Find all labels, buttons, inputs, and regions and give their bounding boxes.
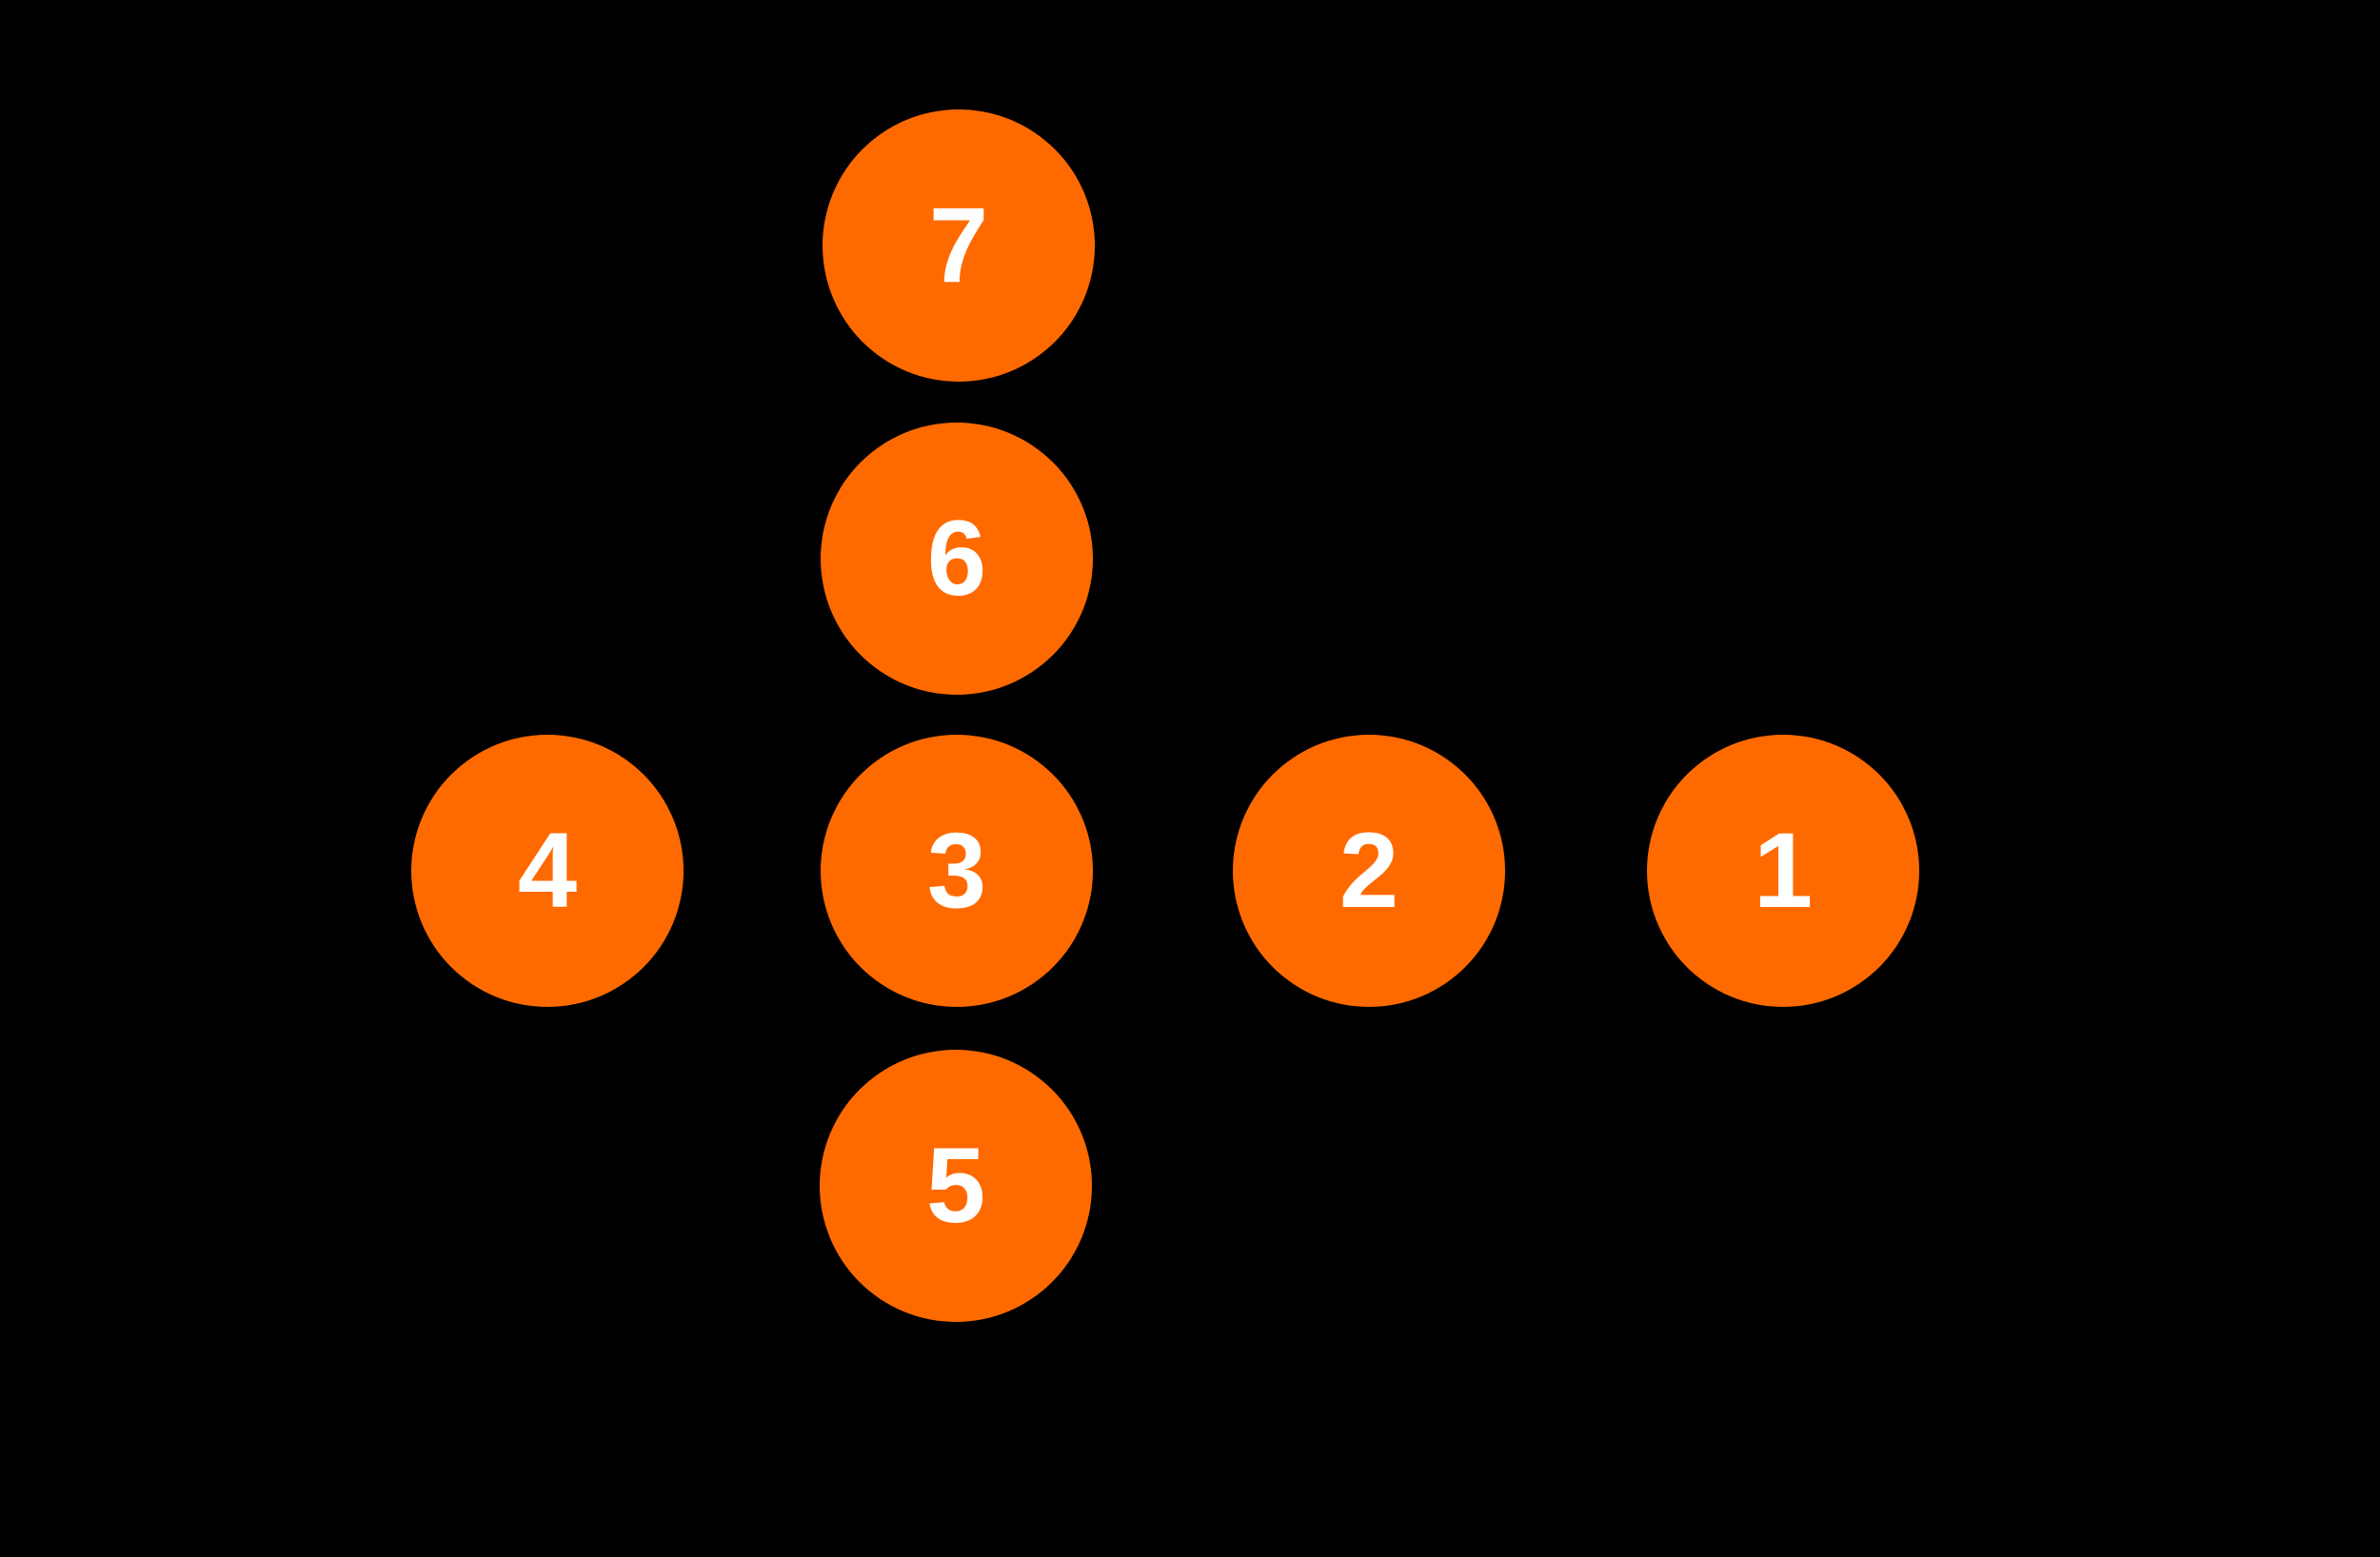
circle-3[interactable]: 3	[821, 735, 1093, 1007]
circle-7[interactable]: 7	[823, 109, 1095, 382]
circle-4-label: 4	[517, 811, 578, 930]
circle-2[interactable]: 2	[1233, 735, 1505, 1007]
circle-2-label: 2	[1339, 811, 1399, 930]
circle-4[interactable]: 4	[411, 735, 684, 1007]
circle-3-label: 3	[926, 811, 987, 930]
circle-1-label: 1	[1753, 811, 1814, 930]
circle-7-label: 7	[928, 186, 989, 305]
circle-1[interactable]: 1	[1647, 735, 1919, 1007]
circle-6-label: 6	[926, 499, 987, 618]
circle-6[interactable]: 6	[821, 423, 1093, 695]
circle-5-label: 5	[925, 1126, 986, 1245]
circle-5[interactable]: 5	[820, 1050, 1092, 1322]
